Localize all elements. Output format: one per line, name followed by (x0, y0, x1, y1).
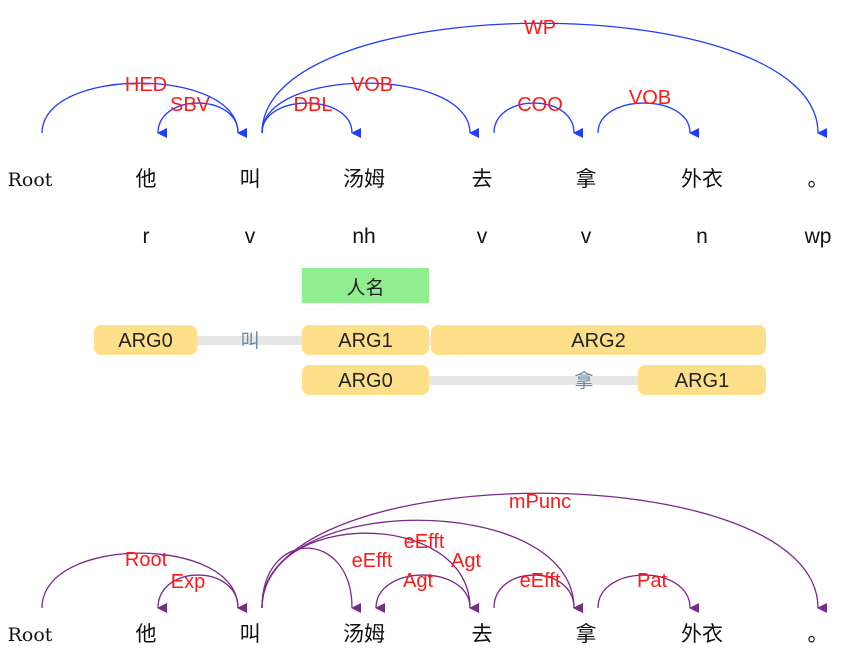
named-entity-layer: 人名 (302, 268, 429, 303)
pos-tag: r (143, 225, 150, 248)
sem-word: 外衣 (681, 622, 723, 646)
pos-tag: v (477, 225, 488, 248)
dep-word: 外衣 (681, 167, 723, 191)
srl-arg-box (431, 325, 766, 355)
dep-label-dbl: DBL (294, 94, 333, 116)
srl-track (312, 376, 756, 385)
pos-tags: r v nh v v n wp (143, 225, 832, 248)
srl-arg-box (94, 325, 197, 355)
pos-tag: wp (804, 225, 832, 248)
dep-word: 。 (808, 167, 829, 191)
dep-label-coo: COO (517, 94, 563, 116)
srl-arg-box (302, 365, 429, 395)
dependency-words: Root 他 叫 汤姆 去 拿 外衣 。 (8, 167, 829, 191)
dep-label-vob: VOB (351, 74, 393, 96)
dep-arc-wp (261, 22, 828, 138)
dep-arc-sbv (157, 102, 239, 139)
sem-label-exp: Exp (171, 571, 205, 593)
sem-word: 。 (808, 622, 829, 646)
sem-arc-agt (375, 574, 471, 614)
sem-word: 拿 (576, 622, 597, 646)
srl-predicate: 拿 (574, 369, 593, 392)
sem-arc-eefft (493, 574, 584, 613)
srl-arg-label: ARG0 (118, 330, 172, 352)
ner-label: 人名 (346, 277, 384, 299)
sem-label-eefft: eEfft (352, 550, 393, 572)
dep-word: 汤姆 (343, 167, 385, 191)
srl-arg-label: ARG2 (571, 330, 625, 352)
sem-word: 汤姆 (343, 622, 385, 646)
dep-label-vob: VOB (629, 87, 671, 109)
sem-arc-pat (597, 574, 700, 613)
pos-tag: v (245, 225, 256, 248)
semantic-dependency-words: Root 他 叫 汤姆 去 拿 外衣 。 (8, 622, 829, 646)
dep-arc-vob (597, 102, 700, 138)
sem-label-agt: Agt (403, 570, 433, 592)
ner-box (302, 268, 429, 303)
sem-word: 他 (136, 622, 157, 646)
srl-predicate: 叫 (240, 330, 259, 352)
sem-arc-mpunc (261, 492, 828, 613)
dep-label-hed: HED (125, 74, 167, 96)
sem-label-agt: Agt (451, 550, 481, 572)
dep-arc-coo (493, 102, 584, 138)
sem-label-pat: Pat (637, 570, 667, 592)
sem-label-mpunc: mPunc (509, 491, 571, 513)
sem-word: 叫 (240, 622, 261, 646)
dep-label-wp: WP (524, 17, 556, 39)
sem-label-eefft: eEfft (520, 570, 561, 592)
srl-arg-label: ARG1 (675, 370, 729, 392)
pos-tag: v (581, 225, 592, 248)
srl-arg-label: ARG0 (338, 370, 392, 392)
dep-label-sbv: SBV (170, 94, 211, 116)
dep-word: 他 (136, 167, 157, 191)
dep-arc-dbl (261, 102, 362, 138)
sem-word-root: Root (8, 624, 53, 646)
srl-arg-label: ARG1 (338, 330, 392, 352)
sem-word: 去 (472, 622, 493, 646)
pos-tag: nh (352, 225, 375, 248)
sem-label-eefft: eEfft (404, 531, 445, 553)
dep-word: 去 (472, 167, 493, 191)
dep-word: 拿 (576, 167, 597, 191)
srl-arg-box (638, 365, 766, 395)
dep-word-root: Root (8, 169, 53, 191)
sem-arc-exp (157, 574, 239, 614)
sem-label-root: Root (125, 549, 168, 571)
srl-arg-box (302, 325, 429, 355)
dep-word: 叫 (240, 167, 261, 191)
sem-arc-eefft (261, 547, 362, 613)
sem-arc-root (41, 552, 248, 613)
dep-arc-hed (41, 82, 248, 138)
dep-arc-vob (261, 82, 480, 138)
srl-track (104, 336, 756, 345)
pos-tag: n (696, 225, 708, 248)
